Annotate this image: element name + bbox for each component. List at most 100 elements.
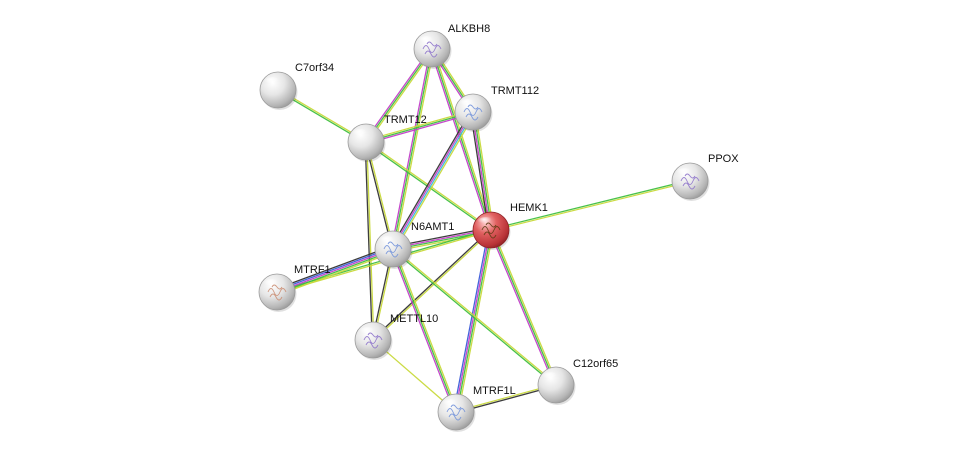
node-label: METTL10 <box>390 313 438 325</box>
edge-line-yellow <box>457 230 494 413</box>
edge-alkbh8-n6amt1 <box>390 48 435 250</box>
edge-line-green <box>392 249 556 387</box>
edge-line-black <box>275 245 393 290</box>
node-trmt12[interactable]: TRMT12 <box>347 114 427 162</box>
edge-line-blue <box>453 229 490 412</box>
edge-line-green <box>365 48 433 143</box>
edge-line-yellow <box>277 251 395 296</box>
edge-line-purple <box>488 230 556 386</box>
edge-line-black <box>364 142 393 250</box>
node-alkbh8[interactable]: ALKBH8 <box>413 23 490 69</box>
edge-line-purple <box>454 229 491 412</box>
edge-line-black <box>372 228 491 340</box>
node-n6amt1[interactable]: N6AMT1 <box>374 221 454 269</box>
edge-line-blue <box>276 246 393 292</box>
edge-alkbh8-hemk1 <box>429 48 494 231</box>
edge-line-purple <box>471 112 491 231</box>
node-highlight <box>418 36 436 46</box>
node-mtrf1[interactable]: MTRF1 <box>258 264 331 312</box>
edge-line-yellow <box>474 111 495 230</box>
edge-line-yellow <box>366 49 434 144</box>
node-sphere[interactable] <box>258 273 296 311</box>
node-highlight <box>264 77 282 87</box>
node-highlight <box>459 99 477 109</box>
edge-line-yellow <box>491 229 559 385</box>
node-highlight <box>542 372 560 382</box>
edge-trmt112-hemk1 <box>469 111 495 231</box>
node-label: TRMT12 <box>384 114 427 126</box>
edge-line-purple <box>276 248 394 293</box>
node-label: MTRF1 <box>294 264 331 276</box>
node-label: PPOX <box>708 153 739 165</box>
node-sphere[interactable] <box>374 230 412 268</box>
node-c12orf65[interactable]: C12orf65 <box>537 358 618 405</box>
node-label: C12orf65 <box>573 358 618 370</box>
node-mettl10[interactable]: METTL10 <box>354 313 438 360</box>
node-highlight <box>263 279 281 289</box>
node-highlight <box>442 399 460 409</box>
edge-n6amt1-c12orf65 <box>392 247 557 387</box>
node-trmt112[interactable]: TRMT112 <box>454 85 539 132</box>
edge-hemk1-mettl10 <box>372 228 492 342</box>
edge-line-green <box>277 249 394 295</box>
edge-line-yellow <box>491 181 691 232</box>
node-sphere[interactable] <box>454 93 492 131</box>
node-sphere[interactable] <box>472 211 510 249</box>
node-highlight <box>379 236 397 246</box>
edge-line-green <box>490 179 690 230</box>
edge-line-yellow <box>393 247 557 385</box>
edge-trmt12-trmt112 <box>365 109 474 145</box>
edge-ppox-hemk1 <box>490 179 691 232</box>
edge-line-black <box>364 142 373 341</box>
node-hemk1[interactable]: HEMK1 <box>472 202 548 250</box>
edge-line-yellow <box>394 112 476 251</box>
edge-trmt12-mettl10 <box>364 141 375 341</box>
edge-line-purple <box>391 111 473 249</box>
node-sphere[interactable] <box>537 366 575 404</box>
edge-line-yellow <box>393 248 459 412</box>
node-label: MTRF1L <box>473 385 516 397</box>
node-highlight <box>359 327 377 337</box>
node-label: C7orf34 <box>295 62 334 74</box>
node-c7orf34[interactable]: C7orf34 <box>259 62 334 110</box>
node-sphere[interactable] <box>354 321 392 359</box>
edge-n6amt1-mtrf1 <box>275 245 395 296</box>
edge-line-yellow <box>366 141 375 340</box>
node-highlight <box>352 129 370 139</box>
edge-line-green <box>431 48 492 231</box>
node-label: HEMK1 <box>510 202 548 214</box>
edge-hemk1-c12orf65 <box>488 229 559 386</box>
node-mtrf1l[interactable]: MTRF1L <box>437 385 516 432</box>
node-sphere[interactable] <box>437 393 475 431</box>
node-sphere[interactable] <box>259 71 297 109</box>
edge-line-purple <box>390 48 432 249</box>
edge-line-yellow <box>393 49 435 250</box>
edge-line-yellow <box>366 141 395 249</box>
node-ppox[interactable]: PPOX <box>671 153 739 201</box>
edge-line-yellow <box>373 230 492 342</box>
edge-trmt12-n6amt1 <box>364 141 395 250</box>
edge-trmt112-n6amt1 <box>390 110 476 251</box>
edge-line-cyan <box>393 112 475 250</box>
edge-hemk1-mtrf1l <box>453 229 494 413</box>
edge-line-green <box>392 48 433 250</box>
edge-line-yellow <box>365 109 473 142</box>
edge-line-green <box>456 230 493 413</box>
edge-line-yellow <box>432 48 494 230</box>
node-label: ALKBH8 <box>448 23 490 35</box>
edge-line-black <box>469 112 490 231</box>
edge-line-black <box>390 110 472 249</box>
edge-line-purple <box>390 249 456 413</box>
edge-line-green <box>365 111 474 143</box>
edge-line-purple <box>366 112 474 145</box>
node-sphere[interactable] <box>413 30 451 68</box>
node-sphere[interactable] <box>671 162 709 200</box>
node-highlight <box>477 217 495 227</box>
edge-line-green <box>490 229 557 386</box>
edge-line-green <box>392 248 457 413</box>
node-sphere[interactable] <box>347 123 385 161</box>
node-label: N6AMT1 <box>411 221 454 233</box>
edge-line-green <box>473 111 493 230</box>
